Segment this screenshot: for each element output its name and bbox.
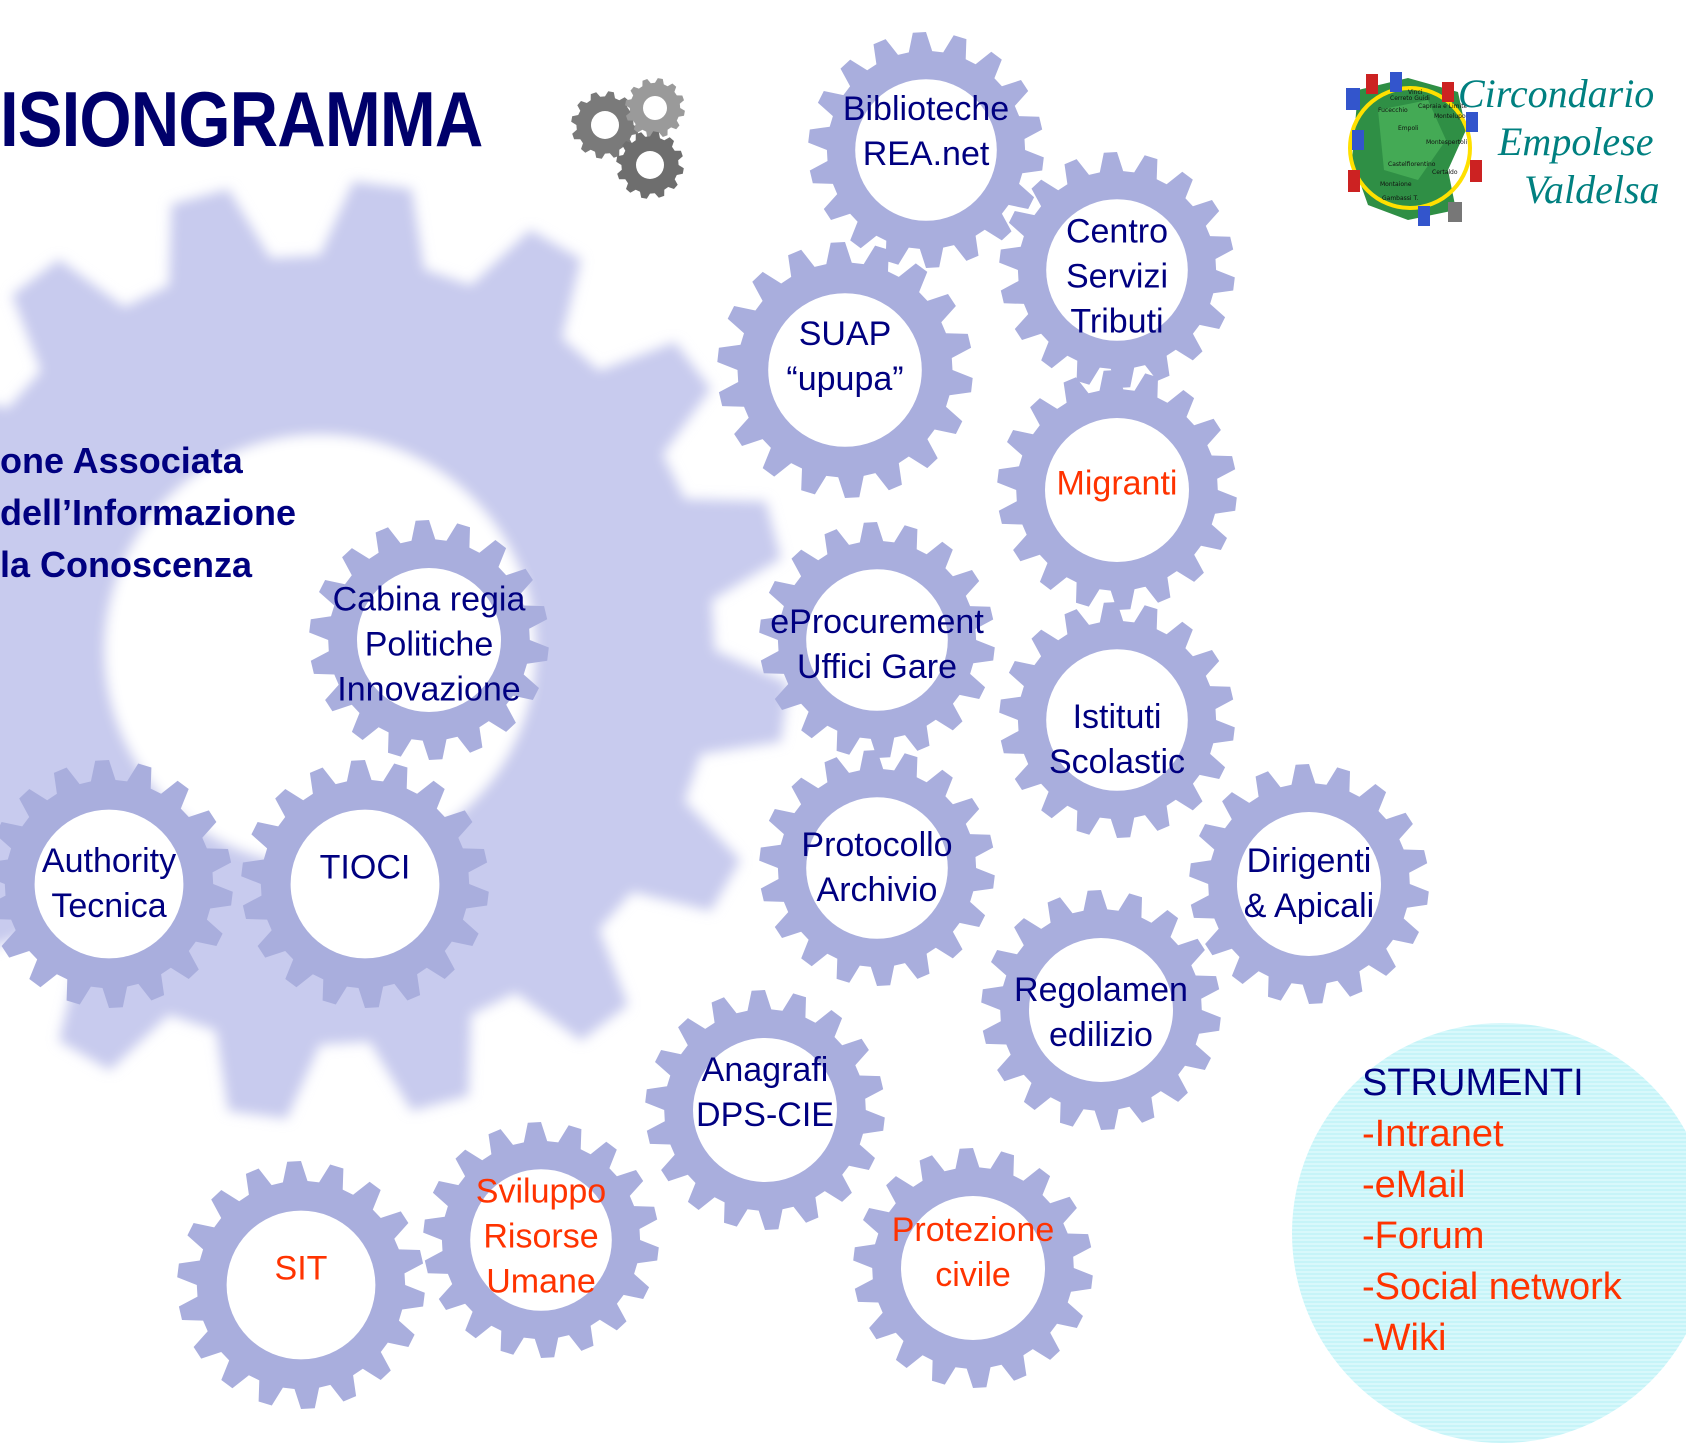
gear-icon — [309, 520, 549, 760]
gear-icon — [808, 32, 1044, 268]
gear-icon — [759, 750, 995, 986]
map-label: Gambassi T. — [1382, 195, 1418, 202]
gear-label-line: Migranti — [1056, 464, 1178, 503]
gear-icon — [177, 1161, 425, 1409]
gear-label-line: civile — [935, 1256, 1011, 1294]
page-title: ISIONGRAMMA — [0, 75, 483, 163]
gear-icon — [0, 760, 233, 1008]
gear-icon — [645, 990, 885, 1230]
gear-label-line: Innovazione — [337, 670, 521, 709]
gear-icon — [616, 131, 684, 199]
tools-bubble — [1292, 1023, 1686, 1443]
map-label: Montespertoli — [1426, 139, 1467, 146]
map-label: Montaione — [1380, 181, 1412, 188]
gear-icon — [999, 602, 1235, 838]
main-label-line: one Associata — [0, 440, 243, 481]
main-gear-label: one Associata dell’Informazione la Conos… — [0, 435, 296, 591]
tools-item: -eMail — [1362, 1164, 1466, 1206]
tools-item: -Wiki — [1362, 1317, 1447, 1359]
gear-icon — [981, 890, 1221, 1130]
map-label: Vinci — [1408, 89, 1423, 96]
gear-label-line: Archivio — [816, 871, 938, 909]
gear-label-line: Authority — [41, 842, 177, 880]
gear-cabina-regia: Cabina regia Politiche Innovazione — [333, 578, 526, 713]
gear-icon — [1189, 764, 1429, 1004]
tools-item: -Forum — [1362, 1215, 1485, 1257]
gear-istituti-scolastici: Istituti Scolastic — [1049, 695, 1185, 785]
gear-biblioteche: Biblioteche REA.net — [843, 87, 1009, 177]
gear-label-line: Uffici Gare — [797, 648, 957, 686]
gear-label-line: TIOCI — [319, 848, 411, 887]
tools-item: -Intranet — [1362, 1113, 1504, 1155]
gear-label-line: & Apicali — [1243, 887, 1375, 925]
gear-sit: SIT — [275, 1247, 328, 1292]
map-label: Castelfiorentino — [1388, 161, 1436, 168]
gear-label-line: REA.net — [862, 135, 990, 173]
main-label-line: la Conoscenza — [0, 544, 253, 585]
gear-authority-tecnica: Authority Tecnica — [42, 839, 176, 929]
gear-label-line: Servizi — [1065, 257, 1169, 296]
gear-regolamento-edilizio: Regolamen edilizio — [1014, 968, 1188, 1058]
logo-text-line: Circondario — [1458, 71, 1655, 116]
gear-label-line: Istituti — [1072, 698, 1162, 736]
gear-eprocurement: eProcurement Uffici Gare — [770, 600, 984, 690]
main-label-line: dell’Informazione — [0, 492, 297, 533]
gear-icon — [571, 91, 639, 159]
gear-label-line: eProcurement — [770, 603, 984, 641]
gear-protocollo-archivio: Protocollo Archivio — [801, 823, 952, 913]
gear-label-line: Biblioteche — [842, 90, 1010, 128]
gear-label-line: Anagrafi — [701, 1051, 829, 1089]
logo-text-line: Valdelsa — [1524, 167, 1660, 212]
gear-label-line: Umane — [486, 1262, 596, 1301]
gear-label-line: SUAP — [798, 315, 892, 353]
gear-label-line: DPS-CIE — [696, 1096, 834, 1134]
gear-label-line: Centro — [1065, 212, 1169, 251]
title-gears-icon — [571, 78, 685, 199]
gear-label-line: Tecnica — [51, 887, 167, 925]
gear-anagrafi: Anagrafi DPS-CIE — [696, 1048, 834, 1138]
gear-label-line: Regolamen — [1014, 971, 1188, 1009]
map-label: Montelupo — [1434, 113, 1466, 120]
territory-map-icon: Cerreto Guidi Capraia e Limite Fucecchio… — [1346, 72, 1482, 226]
map-label: Capraia e Limite — [1418, 103, 1468, 110]
logo-text-line: Empolese — [1498, 119, 1654, 164]
gear-icon — [625, 78, 685, 138]
gear-background — [0, 32, 1429, 1409]
map-label: Empoli — [1398, 125, 1419, 132]
gear-label-line: edilizio — [1049, 1016, 1153, 1054]
gear-icon — [997, 370, 1237, 610]
gear-label-line: “upupa” — [786, 360, 904, 398]
gear-label-line: Sviluppo — [475, 1172, 607, 1211]
gear-protezione-civile: Protezione civile — [892, 1208, 1055, 1298]
gear-icon — [759, 522, 995, 758]
gear-sviluppo-risorse-umane: Sviluppo Risorse Umane — [476, 1170, 606, 1305]
gear-icon — [717, 242, 973, 498]
gear-label-line: Protezione — [891, 1211, 1055, 1249]
gear-suap: SUAP “upupa” — [786, 312, 903, 402]
gear-label-line: Scolastic — [1048, 743, 1186, 781]
gear-label-line: SIT — [274, 1249, 328, 1288]
gear-dirigenti-apicali: Dirigenti & Apicali — [1244, 839, 1374, 929]
map-label: Certaldo — [1432, 169, 1458, 176]
gear-label-line: Protocollo — [801, 826, 953, 864]
gear-tioci: TIOCI — [320, 846, 411, 891]
gear-label-line: Politiche — [364, 625, 494, 664]
gear-icon — [241, 760, 489, 1008]
gear-label-line: Cabina regia — [332, 580, 526, 619]
gear-label-line: Tributi — [1070, 302, 1164, 341]
gear-label-line: Dirigenti — [1246, 842, 1372, 880]
tools-title: STRUMENTI — [1362, 1062, 1584, 1104]
tools-item: -Social network — [1362, 1266, 1622, 1308]
circondario-logo: Cerreto Guidi Capraia e Limite Fucecchio… — [1338, 70, 1660, 230]
gear-centro-servizi-tributi: Centro Servizi Tributi — [1066, 210, 1168, 345]
gear-label-line: Risorse — [483, 1217, 599, 1256]
gear-icon — [853, 1148, 1093, 1388]
gear-icon — [999, 152, 1235, 388]
map-label: Cerreto Guidi — [1390, 95, 1430, 102]
gear-icon — [423, 1122, 659, 1358]
map-label: Fucecchio — [1378, 107, 1408, 114]
gear-migranti: Migranti — [1057, 462, 1178, 507]
